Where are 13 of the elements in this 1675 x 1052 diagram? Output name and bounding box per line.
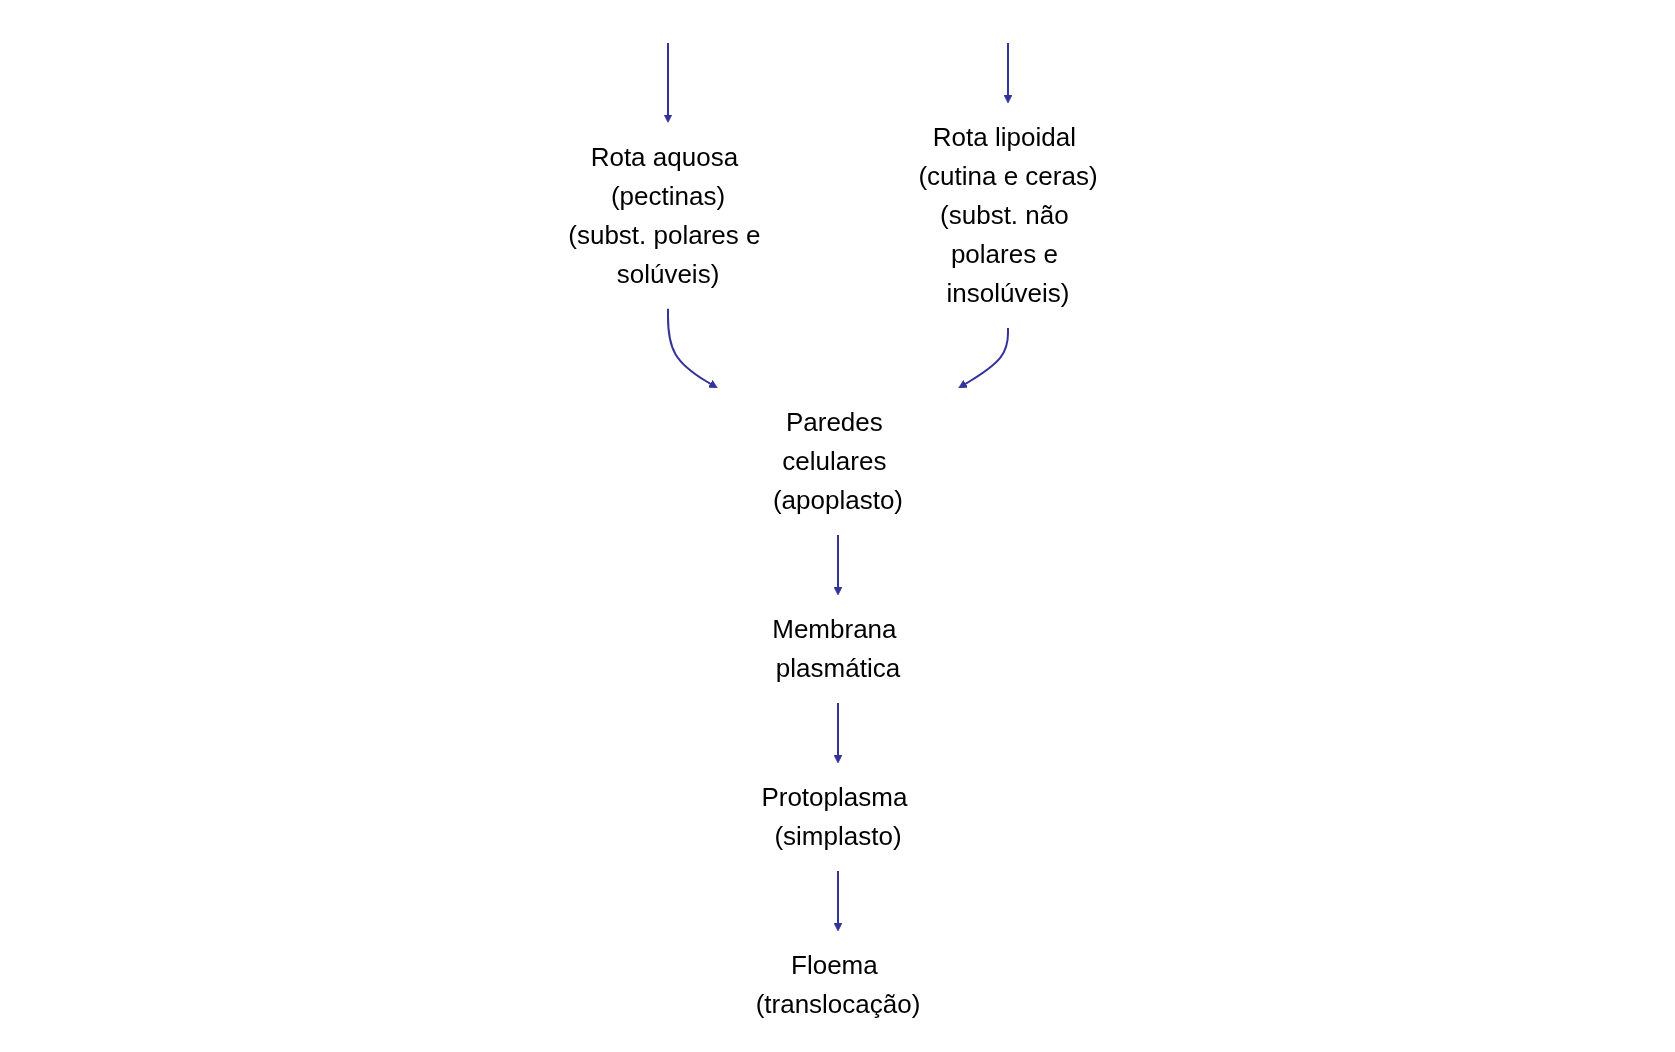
node-text: Rota aquosa (pectinas) (subst. polares e solúveis) [567, 141, 760, 289]
arrow [833, 870, 842, 932]
node-text: Membrana plasmática [771, 614, 900, 683]
arrow [666, 307, 718, 389]
arrow [833, 702, 842, 764]
node-text: Paredes celulares (apoplasto) [772, 407, 903, 515]
arrow [957, 327, 1009, 389]
node-text: Rota lipoidal (cutina e ceras) (subst. não polares e insolúveis) [917, 122, 1098, 308]
node-text: Protoplasma (simplasto) [760, 782, 907, 851]
arrow [663, 42, 672, 123]
node-text: Floema (translocação) [755, 950, 920, 1019]
arrow [1003, 42, 1012, 104]
arrow [833, 534, 842, 596]
